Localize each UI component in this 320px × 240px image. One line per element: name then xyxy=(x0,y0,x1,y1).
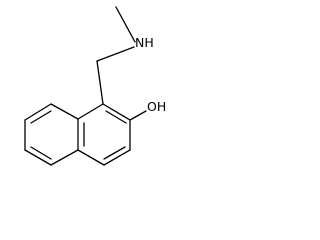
ring-double-c6-c5 xyxy=(30,146,52,160)
ring-bond-c4-c4a xyxy=(77,149,105,166)
c-o-bond xyxy=(129,110,147,121)
ring-bond-c3-c4 xyxy=(103,149,131,166)
amine-label: NH xyxy=(135,35,154,50)
ch2-ring-bond xyxy=(96,60,104,105)
ring-double-c3-c4 xyxy=(103,146,126,160)
ring-bond-c6-c5 xyxy=(24,149,52,166)
hydroxyl-label: OH xyxy=(147,99,166,114)
n-ch2-bond xyxy=(96,46,135,62)
ring-bond-c5-c4a xyxy=(50,149,79,166)
chemical-structure-diagram: NH OH xyxy=(24,6,166,166)
structure-canvas: NH OH xyxy=(0,0,194,186)
methyl-n-bond xyxy=(115,6,136,43)
ring-bond-c8a-c8 xyxy=(50,103,79,120)
ring-bond-c8-c7 xyxy=(24,103,52,121)
ring-double-c8-c7 xyxy=(30,110,52,124)
ring-bond-c1-c2 xyxy=(102,103,131,121)
ring-double-c1-c2 xyxy=(105,110,127,124)
ring-bond-c8a-c1 xyxy=(77,103,104,120)
